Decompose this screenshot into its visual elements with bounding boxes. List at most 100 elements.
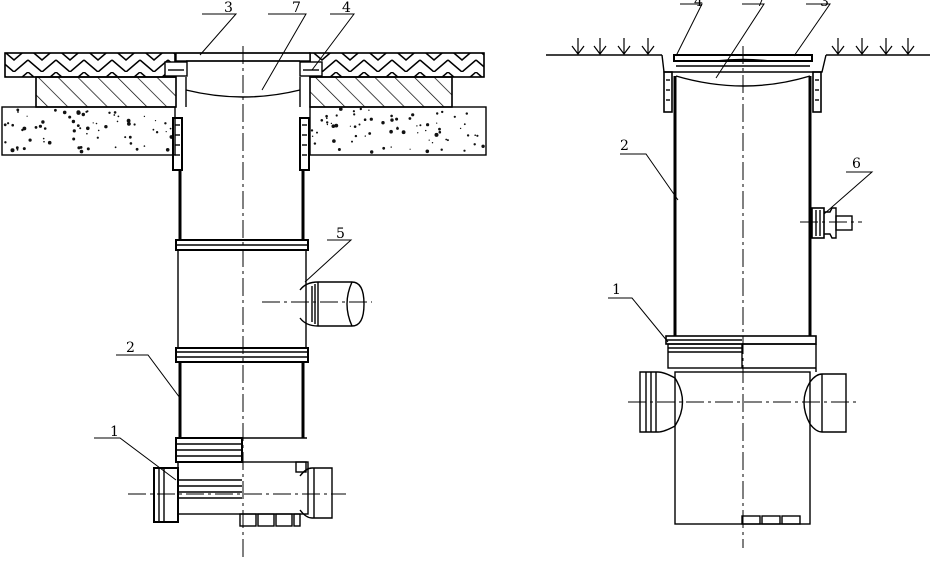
gravel-speckle	[463, 149, 466, 152]
gravel-speckle	[22, 147, 26, 151]
gravel-speckle	[474, 134, 477, 136]
gravel-speckle	[43, 127, 47, 130]
cover-frame-right	[661, 54, 827, 87]
gravel-speckle	[438, 130, 442, 134]
gravel-speckle	[354, 134, 358, 138]
gravel-speckle	[419, 124, 422, 127]
gravel-speckle	[155, 131, 159, 134]
gravel-speckle	[86, 147, 90, 151]
label-2-left: 2	[126, 340, 135, 356]
label-6-right: 6	[852, 156, 861, 172]
gravel-speckle	[10, 148, 15, 153]
base-course-layer	[35, 76, 453, 108]
gravel-speckle	[76, 124, 80, 127]
gravel-speckle	[368, 132, 372, 135]
gravel-speckle	[459, 127, 462, 130]
gravel-speckle	[21, 128, 24, 132]
gravel-speckle	[431, 142, 434, 144]
gravel-speckle	[326, 117, 328, 120]
gravel-speckle	[126, 118, 131, 123]
gravel-speckle	[114, 146, 117, 149]
gravel-speckle	[7, 122, 10, 125]
gravel-speckle	[473, 143, 476, 146]
gravel-speckle	[43, 140, 45, 143]
gravel-speckle	[436, 112, 439, 115]
gravel-speckle	[16, 148, 19, 151]
gravel-speckle	[463, 123, 466, 126]
gravel-speckle	[77, 146, 81, 150]
tee-coupling	[175, 239, 309, 363]
gravel-speckle	[79, 149, 84, 154]
gravel-speckle	[331, 124, 336, 128]
gravel-speckle	[133, 123, 136, 126]
gravel-speckle	[453, 115, 456, 118]
gravel-speckle	[34, 126, 38, 129]
gravel-speckle	[434, 132, 439, 137]
gravel-subbase-layer	[1, 106, 487, 156]
gravel-speckle	[368, 109, 370, 111]
side-inlet-5	[299, 281, 365, 327]
leaders-left	[94, 13, 355, 481]
gravel-speckle	[352, 110, 355, 113]
gravel-speckle	[428, 139, 430, 141]
grass-mark	[901, 38, 915, 55]
gravel-speckle	[353, 125, 357, 128]
gravel-speckle	[426, 123, 430, 127]
gravel-speckle	[42, 137, 45, 140]
gravel-speckle	[117, 115, 120, 118]
gravel-speckle	[154, 120, 157, 122]
left-figure	[1, 13, 487, 560]
gravel-speckle	[311, 135, 314, 137]
gravel-speckle	[85, 110, 88, 113]
label-1-left: 1	[110, 424, 119, 440]
gravel-speckle	[86, 132, 88, 135]
grass-mark	[617, 38, 631, 55]
gravel-speckle	[41, 120, 45, 124]
gravel-speckle	[436, 122, 438, 124]
gravel-speckle	[332, 139, 336, 143]
gravel-speckle	[465, 112, 468, 115]
gravel-speckle	[97, 129, 100, 132]
gravel-speckle	[438, 127, 441, 131]
gravel-speckle	[358, 123, 361, 126]
gravel-speckle	[26, 115, 28, 117]
gravel-speckle	[76, 110, 81, 115]
centerlines-right	[628, 46, 862, 548]
label-4-right: 4	[694, 0, 703, 10]
label-3-right: 3	[820, 0, 829, 10]
gravel-speckle	[113, 111, 117, 114]
gravel-speckle	[395, 117, 399, 121]
gravel-speckle	[440, 148, 443, 151]
gravel-speckle	[389, 129, 393, 134]
gravel-speckle	[476, 134, 479, 137]
gravel-speckle	[351, 140, 353, 143]
gravel-speckle	[320, 119, 324, 122]
side-inlet-6	[811, 207, 853, 239]
grass-mark	[831, 38, 845, 55]
gravel-speckle	[446, 139, 449, 142]
left-labels: 3 7 4 5 2 1	[110, 0, 351, 440]
gravel-speckle	[135, 147, 139, 151]
gravel-speckle	[11, 123, 14, 127]
gravel-speckle	[54, 108, 57, 112]
riser-pipe-right	[673, 76, 812, 336]
gravel-speckle	[124, 136, 127, 139]
gravel-speckle	[381, 121, 385, 125]
gravel-speckle	[126, 122, 131, 126]
grass-mark	[641, 38, 655, 55]
gravel-speckle	[401, 130, 406, 135]
gravel-speckle	[313, 142, 317, 145]
gravel-speckle	[411, 113, 415, 117]
gravel-speckle	[416, 125, 418, 127]
gravel-speckle	[445, 138, 448, 141]
gravel-speckle	[408, 117, 412, 120]
gravel-speckle	[363, 118, 367, 121]
gravel-speckle	[116, 120, 119, 123]
gravel-speckle	[425, 149, 430, 154]
gravel-speckle	[113, 114, 116, 116]
upper-riser	[172, 117, 310, 171]
gravel-speckle	[3, 123, 7, 127]
gravel-speckle	[316, 131, 318, 134]
gravel-speckle	[4, 141, 7, 144]
gravel-speckle	[79, 127, 82, 130]
